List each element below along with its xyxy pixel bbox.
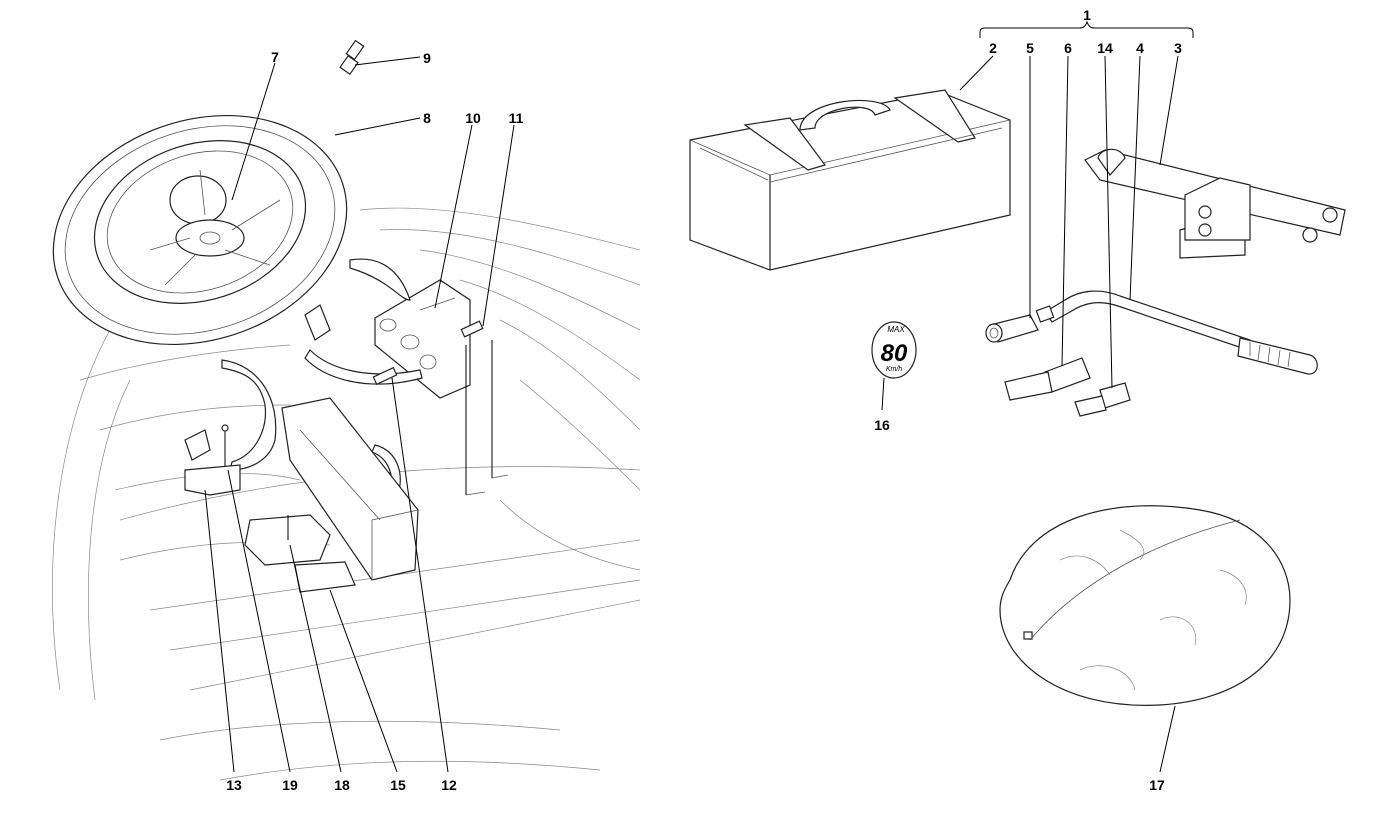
callout-4: 4	[1136, 40, 1144, 56]
callout-18: 18	[334, 777, 350, 793]
tool-bag-in-trunk	[281, 397, 419, 581]
kit-bracket	[979, 20, 1194, 38]
callout-14: 14	[1097, 40, 1113, 56]
callout-17: 17	[1149, 777, 1165, 793]
callout-19: 19	[282, 777, 298, 793]
speed-limit-sticker: MAX 80 Km/h	[871, 321, 917, 379]
adaptor	[1004, 357, 1091, 401]
speed-sign-top: MAX	[887, 325, 905, 334]
crank-handle	[1035, 290, 1318, 375]
callout-10: 10	[465, 110, 481, 126]
wheel-socket	[985, 314, 1039, 343]
spare-wheel	[52, 114, 348, 346]
small-adaptor	[1074, 382, 1131, 417]
callout-labels: 1 2 5 6 14 4 3 7 9 8 10 11 16 13 19 18 1…	[226, 7, 1182, 793]
callout-8: 8	[423, 110, 431, 126]
callout-16: 16	[874, 417, 890, 433]
tyre-valve	[339, 39, 365, 76]
wheel-bracket	[374, 279, 471, 399]
callout-12: 12	[441, 777, 457, 793]
callout-7: 7	[271, 49, 279, 65]
tool-bag	[689, 89, 1011, 271]
callout-9: 9	[423, 50, 431, 66]
callout-3: 3	[1174, 40, 1182, 56]
screws	[221, 320, 484, 470]
callout-6: 6	[1064, 40, 1072, 56]
leader-lines	[204, 55, 1179, 773]
assembly-guides	[465, 340, 509, 496]
callout-5: 5	[1026, 40, 1034, 56]
speed-sign-value: 80	[881, 340, 908, 367]
callout-15: 15	[390, 777, 406, 793]
wheel-cover-bag	[999, 505, 1291, 706]
callout-13: 13	[226, 777, 242, 793]
callout-2: 2	[989, 40, 997, 56]
car-jack	[1084, 148, 1346, 259]
callout-1: 1	[1083, 7, 1091, 23]
clamps	[184, 464, 356, 593]
speed-sign-unit: Km/h	[886, 366, 902, 373]
callout-11: 11	[509, 110, 524, 126]
